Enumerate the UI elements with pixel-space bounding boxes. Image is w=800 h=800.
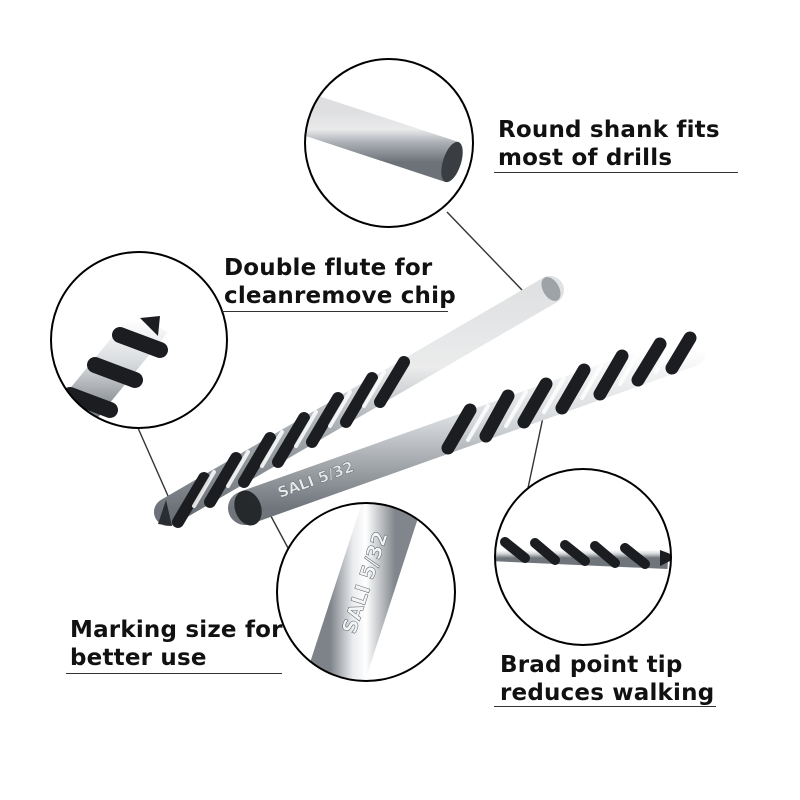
callout-round-shank: Round shank fits most of drills (498, 116, 720, 172)
callout-brad-point-line1: Brad point tip (500, 652, 683, 678)
callout-double-flute-underline (222, 311, 448, 312)
callout-round-shank-line2: most of drills (498, 145, 673, 171)
callout-marking-size-line1: Marking size for (70, 617, 283, 643)
callout-marking-size-underline (66, 673, 282, 674)
callout-double-flute-line2: cleanremove chip (224, 283, 456, 309)
callout-marking-size-line2: better use (70, 645, 207, 671)
callout-brad-point-line2: reduces walking (500, 680, 715, 706)
callout-round-shank-line1: Round shank fits (498, 117, 720, 143)
drill-bit-upper (154, 276, 564, 528)
inset-double-flute (50, 251, 228, 429)
callout-marking-size: Marking size for better use (70, 616, 283, 672)
inset-marking-size (276, 502, 456, 682)
leader-line-brad-point (527, 407, 546, 489)
leader-line-round-shank (446, 211, 523, 291)
callout-round-shank-underline (494, 172, 738, 173)
inset-round-shank (304, 58, 474, 228)
callout-brad-point-underline (494, 706, 716, 707)
leader-line-double-flute (137, 427, 173, 506)
callout-brad-point: Brad point tip reduces walking (500, 651, 714, 707)
callout-double-flute-line1: Double flute for (224, 255, 433, 281)
drill-bit-lower (228, 331, 707, 526)
callout-double-flute: Double flute for cleanremove chip (224, 254, 456, 310)
inset-brad-point (494, 468, 672, 646)
